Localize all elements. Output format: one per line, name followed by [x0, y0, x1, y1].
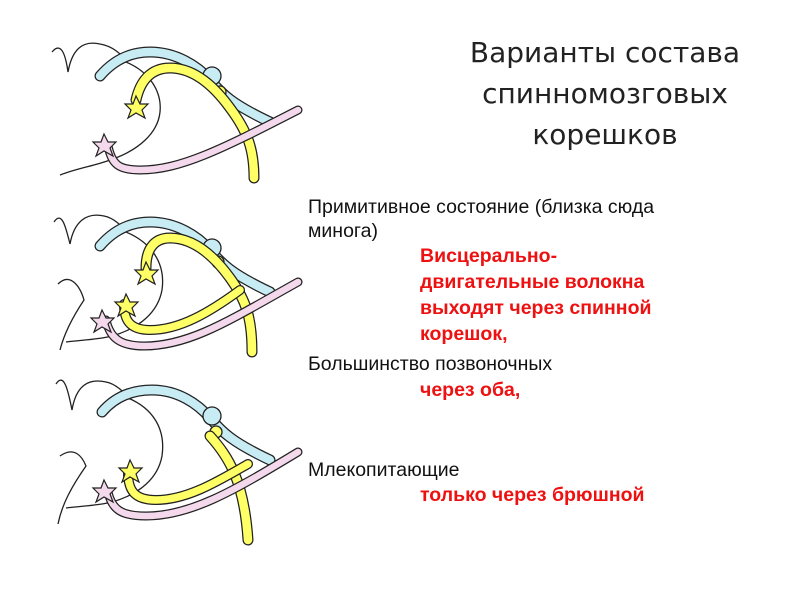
- motor-neuron-star-yellow: [123, 94, 150, 120]
- diagram-most-vertebrates: [53, 214, 303, 358]
- somatic-motor-star-pink: [89, 308, 116, 334]
- spinal-cord-outline: [51, 42, 161, 176]
- variant-note-line: корешок,: [420, 323, 508, 345]
- page-title: Варианты состава спинномозговых корешков: [450, 32, 760, 155]
- title-line: Варианты состава: [469, 36, 741, 69]
- motor-neuron-star-yellow: [113, 292, 140, 318]
- variant-most-vertebrates-label: Большинство позвоночных: [308, 353, 553, 375]
- title-line: спинномозговых: [482, 77, 728, 110]
- somatic-motor-star-pink: [91, 478, 118, 504]
- variant-primitive-note: Висцерально- двигательные волокна выходя…: [420, 243, 651, 347]
- motor-neuron-star-yellow: [117, 458, 144, 484]
- motor-neuron-star-yellow: [133, 260, 160, 286]
- variant-label-line: Примитивное состояние (близка сюда: [308, 196, 655, 218]
- diagram-primitive: [51, 42, 303, 184]
- variant-label-line: минога): [308, 220, 378, 242]
- somatic-motor-star-pink: [91, 132, 118, 158]
- title-line: корешков: [532, 118, 678, 151]
- variant-note-line: Висцерально-: [420, 245, 558, 267]
- variant-primitive-label: Примитивное состояние (близка сюда миног…: [308, 195, 654, 243]
- spinal-ganglion: [202, 406, 222, 426]
- spinal-cord-outline: [53, 214, 127, 351]
- variant-most-vertebrates-note: через оба,: [420, 379, 521, 401]
- spinal-cord-outline: [55, 379, 129, 525]
- variant-note-line: выходят через спинной: [420, 297, 652, 319]
- variant-note-line: двигательные волокна: [420, 271, 645, 293]
- variant-mammals-label: Млекопитающие: [308, 459, 460, 481]
- variant-mammals-note: только через брюшной: [420, 484, 645, 506]
- diagram-mammals: [55, 379, 303, 546]
